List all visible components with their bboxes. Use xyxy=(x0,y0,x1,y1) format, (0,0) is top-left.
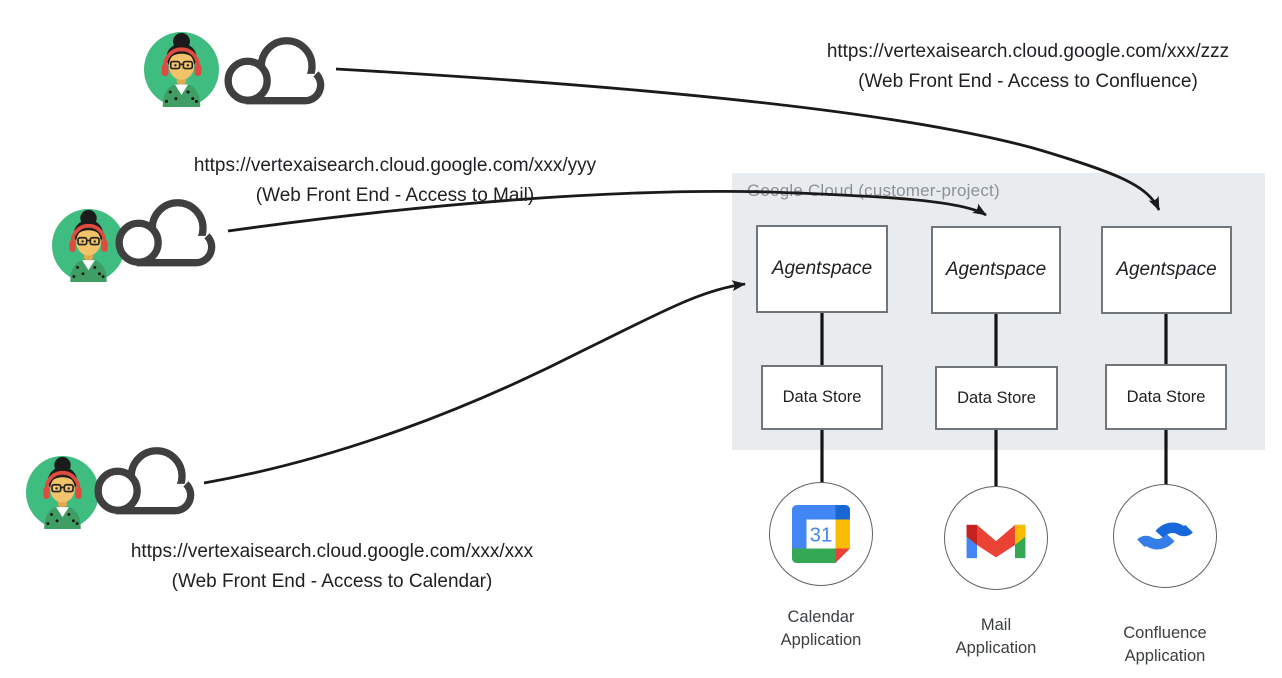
arrow-mail-request xyxy=(227,190,987,233)
agentspace-label: Agentspace xyxy=(945,259,1047,280)
datastore-box-mail: Data Store xyxy=(935,366,1058,430)
url-caption: (Web Front End - Access to Mail) xyxy=(255,185,535,206)
datastore-box-confluence: Data Store xyxy=(1105,364,1227,430)
mail-app-label: Mail Application xyxy=(955,616,1037,657)
url-caption: (Web Front End - Access to Calendar) xyxy=(171,571,493,592)
calendar-day-number: 31 xyxy=(810,524,832,546)
cloud-icon xyxy=(94,447,195,515)
cloud-icon xyxy=(224,37,325,105)
datastore-label: Data Store xyxy=(957,388,1036,407)
calendar-app-label: Calendar Application xyxy=(780,608,862,649)
cloud-icon xyxy=(115,199,216,267)
datastore-label: Data Store xyxy=(782,388,862,406)
user-avatar-icon xyxy=(52,209,125,282)
confluence-url-label: https://vertexaisearch.cloud.google.com/… xyxy=(778,37,1278,97)
confluence-app-label: Confluence Application xyxy=(1123,624,1207,665)
url-text: https://vertexaisearch.cloud.google.com/… xyxy=(193,155,597,176)
glasses xyxy=(169,60,194,70)
confluence-icon xyxy=(1137,522,1193,550)
datastore-label: Data Store xyxy=(1126,387,1206,406)
calendar-url-label: https://vertexaisearch.cloud.google.com/… xyxy=(82,537,582,597)
google-calendar-icon: 31 xyxy=(792,505,850,563)
column-connectors xyxy=(820,312,1168,487)
calendar-app-node: 31 xyxy=(769,482,873,586)
agentspace-label: Agentspace xyxy=(771,258,873,279)
url-caption: (Web Front End - Access to Confluence) xyxy=(858,71,1198,92)
agentspace-label: Agentspace xyxy=(1116,259,1217,280)
arrow-calendar-request xyxy=(203,280,746,485)
url-text: https://vertexaisearch.cloud.google.com/… xyxy=(130,541,534,562)
mail-app-node xyxy=(944,486,1048,590)
agentspace-box-calendar: Agentspace xyxy=(756,225,888,313)
url-text: https://vertexaisearch.cloud.google.com/… xyxy=(826,41,1230,62)
panel-title: Google Cloud (customer-project) xyxy=(747,181,1000,200)
confluence-app-node xyxy=(1113,484,1217,588)
agentspace-box-mail: Agentspace xyxy=(931,226,1061,314)
datastore-box-calendar: Data Store xyxy=(761,365,883,430)
agentspace-box-confluence: Agentspace xyxy=(1101,226,1232,314)
arrow-confluence-request xyxy=(335,67,1161,211)
mail-url-label: https://vertexaisearch.cloud.google.com/… xyxy=(145,151,645,211)
gmail-icon xyxy=(966,524,1026,559)
user-avatar-icon xyxy=(144,32,219,107)
user-avatar-icon xyxy=(26,456,99,529)
